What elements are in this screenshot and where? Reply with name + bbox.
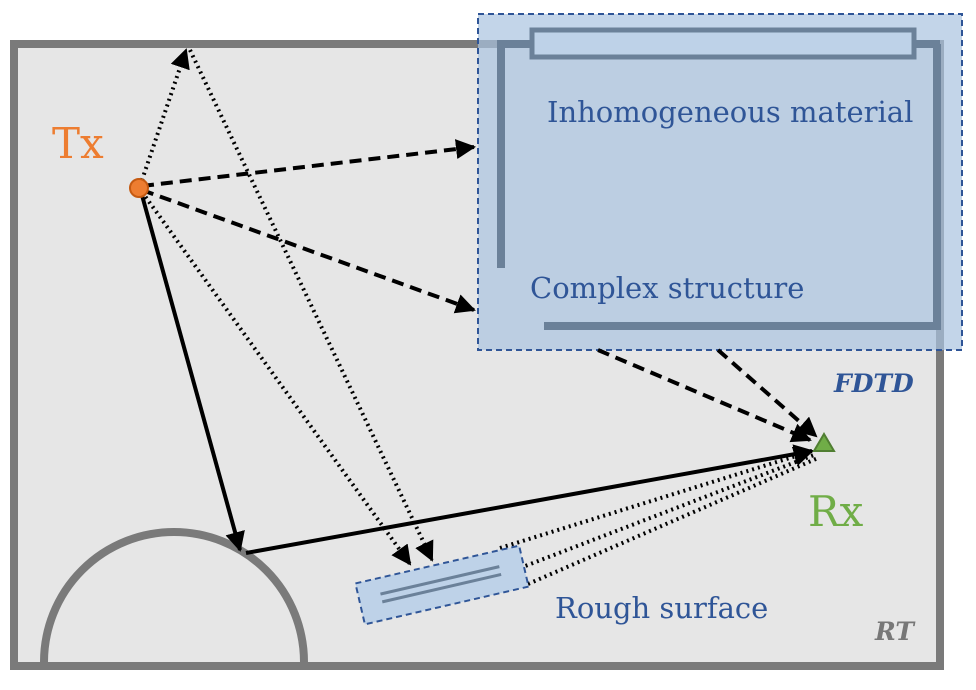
rx-label: Rx (808, 487, 864, 536)
ray-dashed-fdtd-to-rx-1 (597, 348, 812, 443)
complex-label: Complex structure (530, 271, 804, 305)
curved-obstacle (40, 528, 308, 663)
ray-dashed-to-fdtd-2 (141, 188, 476, 314)
inhomogeneous-label: Inhomogeneous material (547, 95, 913, 129)
ray-dotted-down (188, 49, 434, 562)
rough-surface (354, 544, 530, 626)
fdtd-label: FDTD (833, 369, 914, 398)
tx-marker (129, 178, 149, 198)
ray-dashed-fdtd-to-rx-2 (716, 348, 818, 438)
ray-scatter-1 (499, 446, 814, 550)
ray-solid-to-obstacle (138, 187, 245, 552)
tx-label: Tx (52, 119, 104, 168)
fdtd-region (477, 13, 963, 351)
rough-label: Rough surface (555, 591, 768, 625)
ray-scatter-2 (519, 453, 815, 570)
rt-label: RT (874, 617, 916, 646)
ray-solid-to-rx (245, 444, 814, 555)
rx-marker (812, 432, 836, 452)
ray-dotted-to-rough (140, 190, 412, 566)
fdtd-top-slab (529, 27, 917, 60)
